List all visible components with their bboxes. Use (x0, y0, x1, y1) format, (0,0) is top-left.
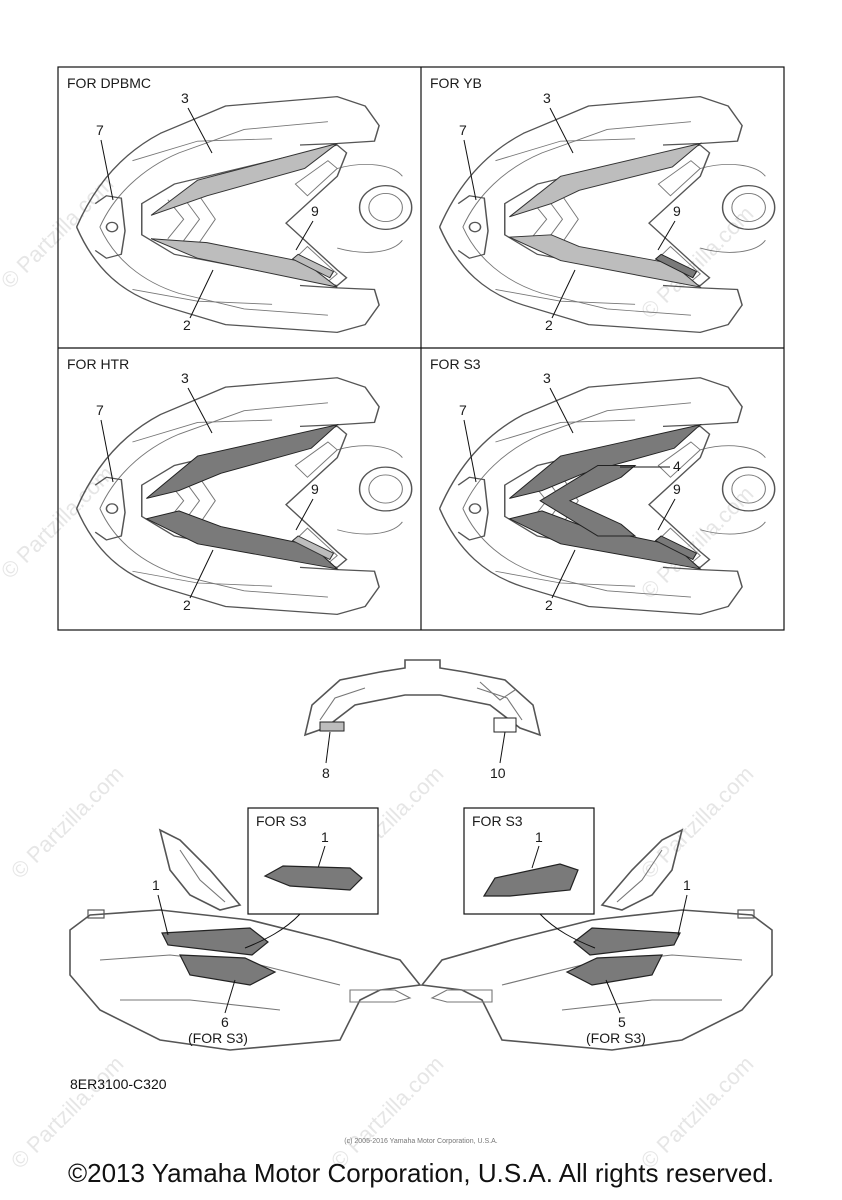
callout-9: 9 (673, 203, 681, 219)
callout-3: 3 (543, 90, 551, 106)
decal-2 (150, 238, 338, 288)
decal-9 (291, 253, 335, 279)
callout-1: 1 (683, 877, 691, 893)
decal-4 (539, 465, 637, 537)
callout-1: 1 (152, 877, 160, 893)
decal-8 (319, 721, 345, 732)
callout-7: 7 (459, 122, 467, 138)
panel-title: FOR DPBMC (67, 75, 151, 91)
panel-title: FOR YB (430, 75, 482, 91)
inset-title: FOR S3 (256, 813, 307, 829)
side-view-left: 1 6 (FOR S3) FOR S3 1 (69, 807, 422, 1051)
part-code: 8ER3100-C320 (70, 1076, 167, 1092)
callout-4: 4 (673, 458, 681, 474)
callout-2: 2 (545, 317, 553, 333)
inset-decal-1 (263, 865, 363, 891)
watermark-text: © Partzilla.com (0, 171, 118, 294)
callout-10: 10 (490, 765, 506, 781)
decal-9 (654, 535, 698, 561)
callout-6: 6 (221, 1014, 229, 1030)
callout-7: 7 (459, 402, 467, 418)
callout-2: 2 (183, 317, 191, 333)
callout-2: 2 (183, 597, 191, 613)
callout-3: 3 (543, 370, 551, 386)
panel-title: FOR HTR (67, 356, 129, 372)
decal-6 (179, 954, 277, 986)
panel-dpbmc: FOR DPBMC 7 3 9 2 (67, 75, 413, 334)
side-note: (FOR S3) (586, 1030, 646, 1046)
callout-5: 5 (618, 1014, 626, 1030)
callout-7: 7 (96, 402, 104, 418)
callout-9: 9 (673, 481, 681, 497)
callout-8: 8 (322, 765, 330, 781)
decal-3 (509, 423, 702, 499)
panel-title: FOR S3 (430, 356, 481, 372)
decal-1 (161, 927, 269, 956)
callout-7: 7 (96, 122, 104, 138)
decal-3 (509, 142, 703, 218)
decal-3 (146, 423, 339, 499)
tiny-copyright: (c) 2005-2016 Yamaha Motor Corporation, … (344, 1138, 498, 1145)
watermark-text: © Partzilla.com (0, 461, 118, 584)
decal-1 (573, 927, 681, 956)
callout-3: 3 (181, 370, 189, 386)
panel-s3: FOR S3 7 3 4 9 2 (430, 356, 776, 616)
panel-yb: FOR YB 7 3 9 2 (430, 75, 776, 334)
inset-callout-1: 1 (535, 829, 543, 845)
decal-5 (565, 954, 663, 986)
inset-title: FOR S3 (472, 813, 523, 829)
callout-3: 3 (181, 90, 189, 106)
panel-grid (57, 66, 785, 631)
inset-box-left (247, 807, 379, 915)
watermark-text: © Partzilla.com (636, 1051, 759, 1174)
callout-9: 9 (311, 481, 319, 497)
side-note: (FOR S3) (188, 1030, 248, 1046)
decal-9 (291, 535, 335, 561)
decal-9 (654, 253, 698, 279)
decal-2 (145, 510, 339, 570)
watermark-text: © Partzilla.com (636, 761, 759, 884)
inset-callout-1: 1 (321, 829, 329, 845)
side-view-right: 1 5 (FOR S3) FOR S3 1 (420, 807, 773, 1051)
watermark-text: © Partzilla.com (326, 1051, 449, 1174)
rear-view: 8 10 (303, 659, 542, 781)
watermark-text: © Partzilla.com (6, 761, 129, 884)
inset-decal-1 (482, 863, 579, 897)
callout-9: 9 (311, 203, 319, 219)
callout-2: 2 (545, 597, 553, 613)
decal-3 (150, 143, 338, 216)
watermark-text: © Partzilla.com (6, 1051, 129, 1174)
decal-10 (493, 717, 517, 733)
footer-copyright: ©2013 Yamaha Motor Corporation, U.S.A. A… (67, 1158, 775, 1188)
panel-htr: FOR HTR 7 3 9 2 (67, 356, 413, 616)
